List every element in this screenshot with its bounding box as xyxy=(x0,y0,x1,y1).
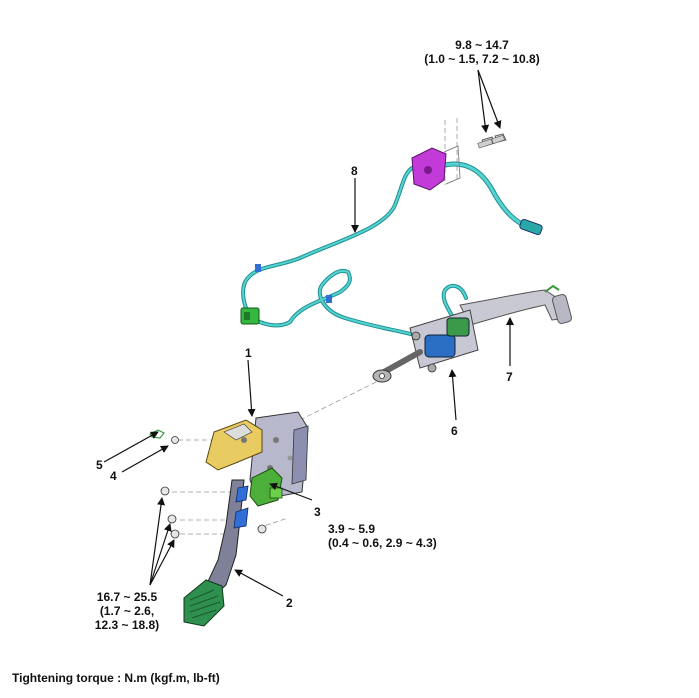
callout-3: 3 xyxy=(314,505,321,519)
torque-top-line1: 9.8 ~ 14.7 xyxy=(455,38,509,52)
torque-label-part3: 3.9 ~ 5.9 (0.4 ~ 0.6, 2.9 ~ 4.3) xyxy=(328,522,437,550)
master-cylinder xyxy=(372,284,572,383)
tube-green-clip xyxy=(240,307,260,325)
clutch-tube xyxy=(241,161,533,337)
clutch-switch xyxy=(249,467,283,507)
alignment-lines xyxy=(172,118,458,535)
torque-nuts-line3: 12.3 ~ 18.8) xyxy=(94,618,160,632)
torque-top-line2: (1.0 ~ 1.5, 7.2 ~ 10.8) xyxy=(424,52,540,66)
callout-7: 7 xyxy=(506,370,513,384)
tightening-torque-note: Tightening torque : N.m (kgf.m, lb-ft) xyxy=(12,671,220,685)
tube-blue-clip-1 xyxy=(255,264,261,272)
torque-nuts-line2: (1.7 ~ 2.6, xyxy=(99,604,155,618)
leader-lines xyxy=(103,69,514,597)
callout-8: 8 xyxy=(351,164,358,178)
torque-nuts-line1: 16.7 ~ 25.5 xyxy=(96,590,158,604)
torque-part3-line1: 3.9 ~ 5.9 xyxy=(328,522,376,536)
callout-5: 5 xyxy=(96,458,103,472)
mounting-bolts xyxy=(477,133,507,149)
tube-blue-clip-2 xyxy=(326,295,332,303)
torque-label-top: 9.8 ~ 14.7 (1.0 ~ 1.5, 7.2 ~ 10.8) xyxy=(412,38,552,66)
retaining-clip xyxy=(149,429,165,439)
tube-end-fitting xyxy=(519,218,543,236)
torque-part3-line2: (0.4 ~ 0.6, 2.9 ~ 4.3) xyxy=(328,536,437,550)
torque-label-nuts: 16.7 ~ 25.5 (1.7 ~ 2.6, 12.3 ~ 18.8) xyxy=(82,590,172,632)
hose-bracket xyxy=(411,145,461,191)
nut-clip-parts xyxy=(160,436,267,539)
callout-2: 2 xyxy=(286,596,293,610)
callout-1: 1 xyxy=(245,346,252,360)
clutch-pedal xyxy=(183,479,249,627)
callout-4: 4 xyxy=(110,469,117,483)
callout-6: 6 xyxy=(451,424,458,438)
